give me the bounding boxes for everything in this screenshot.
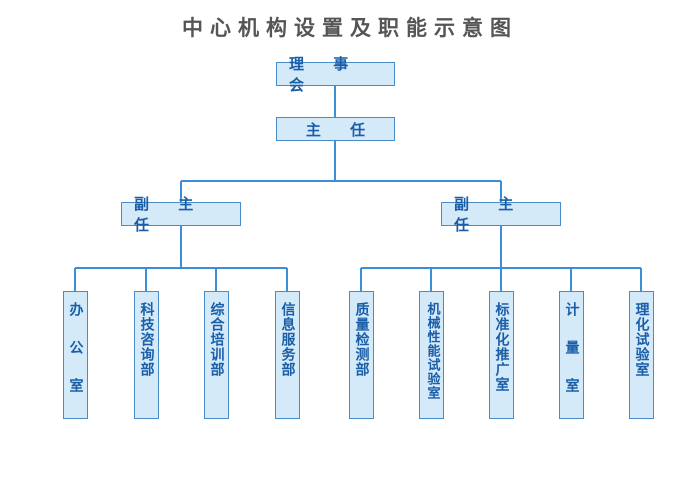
- dept-metrology-label: 计量室: [563, 302, 580, 416]
- dept-quality-testing-label: 质量检测部: [353, 302, 370, 377]
- dept-training-label: 综合培训部: [208, 302, 225, 377]
- dept-training-node: 综合培训部: [204, 291, 229, 419]
- dept-mechanical-lab-label: 机械性能试验室: [424, 302, 440, 400]
- dept-quality-testing-node: 质量检测部: [349, 291, 374, 419]
- dept-physchem-lab-node: 理化试验室: [629, 291, 654, 419]
- deputy-director-left-label: 副 主 任: [134, 195, 206, 234]
- dept-office-node: 办公室: [63, 291, 88, 419]
- dept-tech-consulting-node: 科技咨询部: [134, 291, 159, 419]
- deputy-director-left-node: 副 主 任: [121, 195, 241, 234]
- dept-standardization-node: 标准化推广室: [489, 291, 514, 419]
- deputy-director-right-label: 副 主 任: [454, 195, 526, 234]
- deputy-director-right-node: 副 主 任: [441, 195, 561, 234]
- dept-mechanical-lab-node: 机械性能试验室: [419, 291, 444, 419]
- dept-info-service-label: 信息服务部: [279, 302, 296, 377]
- board-node: 理 事 会: [276, 55, 395, 94]
- dept-metrology-node: 计量室: [559, 291, 584, 419]
- dept-standardization-label: 标准化推广室: [493, 302, 510, 392]
- board-label: 理 事 会: [289, 55, 361, 94]
- director-label: 主 任: [305, 120, 378, 139]
- dept-info-service-node: 信息服务部: [275, 291, 300, 419]
- dept-tech-consulting-label: 科技咨询部: [138, 302, 155, 377]
- chart-title: 中心机构设置及职能示意图: [182, 16, 518, 40]
- dept-physchem-lab-label: 理化试验室: [633, 302, 650, 377]
- director-node: 主 任: [276, 117, 395, 141]
- dept-office-label: 办公室: [67, 302, 84, 416]
